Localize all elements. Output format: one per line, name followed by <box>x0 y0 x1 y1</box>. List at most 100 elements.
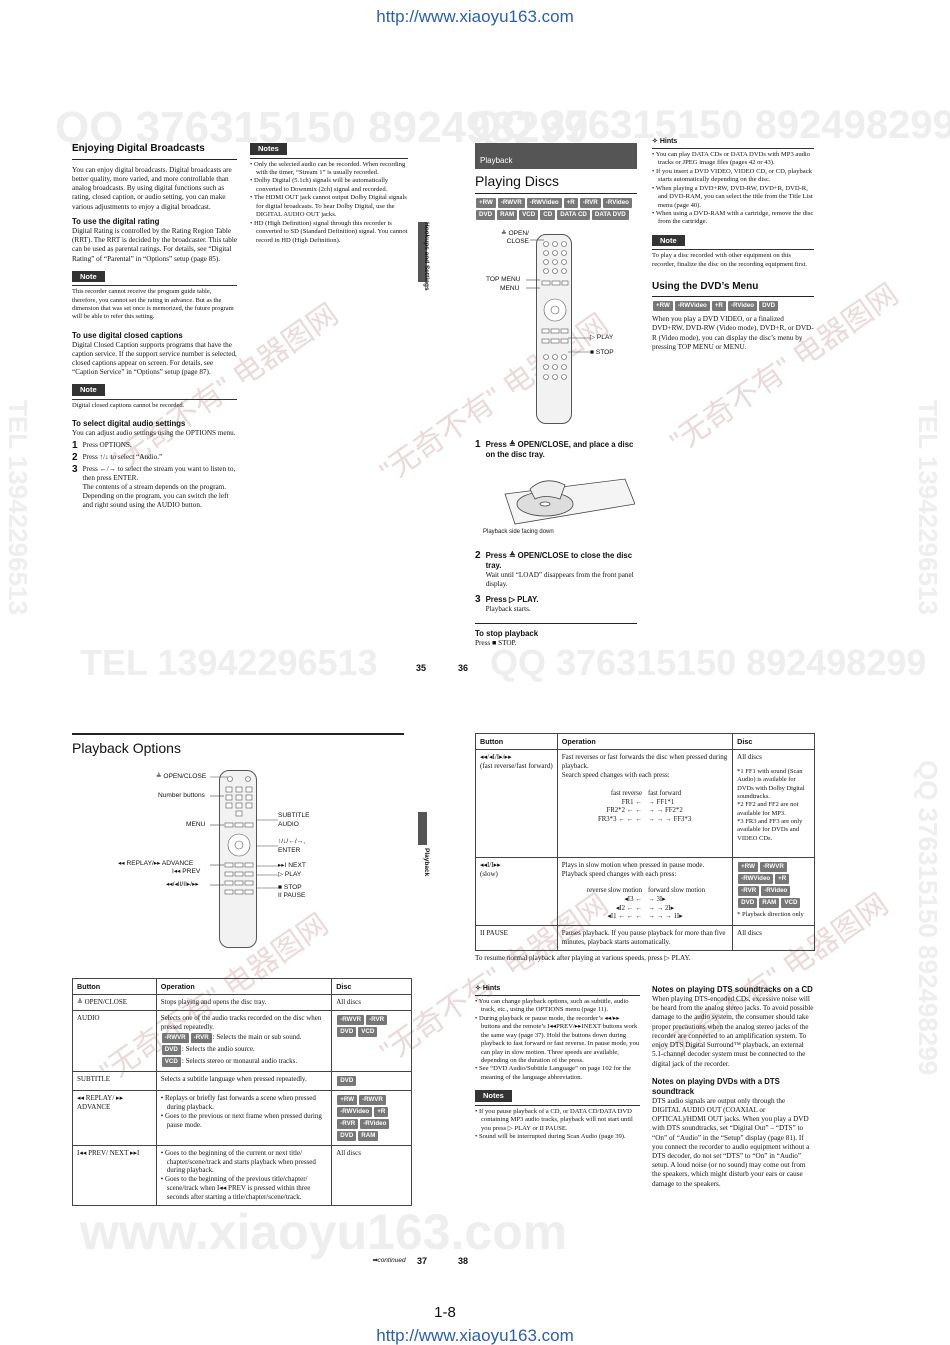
hint-item: When using a DVD-RAM with a cartridge, r… <box>652 210 814 227</box>
page35-left-column: Enjoying Digital Broadcasts You can enjo… <box>72 143 237 511</box>
side-tab-hookups <box>418 222 427 282</box>
note-item: Only the selected audio can be recorded.… <box>250 161 408 178</box>
label-prev: I◂◂ PREV <box>172 868 201 875</box>
page37-title-rule <box>72 733 404 735</box>
label-slow-search: ◂◂/◂II/II▸/▸▸ <box>166 881 199 888</box>
page36-left-column: Playback Playing Discs +RW-RWVR-RWVideo+… <box>475 143 637 221</box>
notes-tag: Notes <box>475 1090 512 1102</box>
note-tag: Note <box>72 384 105 397</box>
note1-text: This recorder cannot receive the program… <box>72 288 234 321</box>
label-open-close: ≜ OPEN/ CLOSE <box>501 230 529 246</box>
table-row: AUDIO Selects one of the audio tracks re… <box>72 1010 412 1072</box>
watermark-qq: QQ 376315150 892498299 <box>470 103 950 147</box>
footer-url[interactable]: http://www.xiaoyu163.com <box>376 1326 574 1345</box>
tray-caption: Playback side facing down <box>483 529 554 536</box>
resume-text: To resume normal playback after playing … <box>475 954 691 963</box>
note-item: If you pause playback of a CD, or DATA C… <box>475 1108 640 1133</box>
label-stop: ■ STOP <box>278 884 302 891</box>
note2-text: Digital closed captions cannot be record… <box>72 402 185 410</box>
col-header-operation: Operation <box>556 732 734 751</box>
col-header-disc: Disc <box>732 732 815 751</box>
watermark-tel: TEL 13942296513 <box>80 642 378 683</box>
col-header-button: Button <box>72 977 157 996</box>
label-enter: ENTER <box>278 847 301 854</box>
page37-table-wrap: Button Operation Disc ≜ OPEN/CLOSE Stops… <box>72 977 412 1207</box>
hint-icon: ✧ <box>475 985 483 992</box>
col-header-disc: Disc <box>331 977 412 996</box>
watermark-tel-vertical: TEL 13942296513 <box>913 400 943 615</box>
note-item: HD (High Definition) signal through this… <box>250 220 408 245</box>
rating-title: To use the digital rating <box>72 216 160 226</box>
hint-item: If you insert a DVD VIDEO, VIDEO CD, or … <box>652 168 814 185</box>
dts-cd-text: When playing DTS-encoded CDs, excessive … <box>652 994 814 1068</box>
hint-item: When playing a DVD+RW, DVD-RW, DVD+R, DV… <box>652 185 814 210</box>
notes-tag: Notes <box>250 143 287 155</box>
label-menu: MENU <box>500 285 520 292</box>
page35-title: Enjoying Digital Broadcasts <box>72 143 205 154</box>
label-menu: MENU <box>186 821 206 828</box>
stop-title: To stop playback <box>475 629 539 639</box>
page38-operations-table: Button Operation Disc ◂◂/◂I/I▸/▸▸(fast r… <box>475 732 815 952</box>
note-tag: Note <box>72 270 105 283</box>
note-tag: Note <box>652 234 685 247</box>
table-row: II PAUSE Pauses playback. If you pause p… <box>475 925 815 952</box>
label-subtitle: SUBTITLE <box>278 812 310 819</box>
remote-control-illustration-2 <box>219 770 257 948</box>
watermark-qq-vertical: QQ 376315150 892498299 <box>913 760 943 1076</box>
label-play: ▷ PLAY <box>590 334 614 341</box>
watermark-qq: QQ 376315150 892498299 <box>490 642 927 683</box>
page37-title: Playback Options <box>72 740 181 756</box>
page38-right-column: Notes on playing DTS soundtracks on a CD… <box>652 985 815 1189</box>
page35-notes-column: Notes Only the selected audio can be rec… <box>250 143 408 245</box>
dts-cd-title: Notes on playing DTS soundtracks on a CD <box>652 985 813 994</box>
note-item: The HDMI OUT jack cannot output Dolby Di… <box>250 194 408 219</box>
table-row: ≜ OPEN/CLOSE Stops playing and opens the… <box>72 994 412 1012</box>
remote-leader-lines <box>526 239 590 353</box>
dts-dvd-title: Notes on playing DVDs with a DTS soundtr… <box>652 1076 780 1096</box>
label-replay-advance: ◂◂ REPLAY/▸▸ ADVANCE <box>118 860 194 867</box>
remote-buttons-graphic <box>541 241 569 380</box>
remote-control-illustration <box>536 234 572 424</box>
page-number-35: 35 <box>416 663 427 673</box>
page-number-38: 38 <box>458 1256 469 1266</box>
page35-intro: You can enjoy digital broadcasts. Digita… <box>72 165 232 211</box>
page-number-36: 36 <box>458 663 469 673</box>
col-header-operation: Operation <box>155 977 333 996</box>
continued-label: ➡continued <box>372 1257 406 1264</box>
hint-item: See “DVD Audio/Subtitle Language” on pag… <box>475 1065 640 1082</box>
side-tab-playback <box>418 812 427 845</box>
watermark-tel-vertical: TEL 13942296513 <box>3 400 33 615</box>
table-header-row: Button Operation Disc <box>72 977 412 996</box>
hint-item: You can change playback options, such as… <box>475 998 640 1015</box>
label-arrows: ↑/↓/←/→, <box>278 838 306 845</box>
cc-title: To use digital closed captions <box>72 330 183 340</box>
hints-tag: Hints <box>659 138 678 145</box>
menu-title: Using the DVD’s Menu <box>652 281 759 293</box>
audio-text: You can adjust audio settings using the … <box>72 429 236 438</box>
page36-title: Playing Discs <box>475 173 560 190</box>
hint-item: During playback or pause mode, the recor… <box>475 1015 640 1066</box>
label-open-close: ≜ OPEN/CLOSE <box>156 773 207 780</box>
remote-buttons-graphic <box>224 776 254 895</box>
section-bar-playback: Playback <box>475 143 637 170</box>
label-play: ▷ PLAY <box>278 871 302 878</box>
disc-badges-row1: +RW-RWVR-RWVideo+R-RVR-RVideo <box>475 197 637 209</box>
hint-item: You can play DATA CDs or DATA DVDs with … <box>652 151 814 168</box>
page38-table-wrap: Button Operation Disc ◂◂/◂I/I▸/▸▸(fast r… <box>475 732 815 963</box>
note-item: Dolby Digital (5.1ch) signals will be au… <box>250 177 408 194</box>
label-next: ▸▸I NEXT <box>278 862 306 869</box>
header-url[interactable]: http://www.xiaoyu163.com <box>376 7 574 26</box>
label-audio: AUDIO <box>278 821 299 828</box>
hints-tag: Hints <box>482 985 501 992</box>
table-row: SUBTITLE Selects a subtitle language whe… <box>72 1070 412 1091</box>
cc-text: Digital Closed Caption supports programs… <box>72 340 237 377</box>
page36-right-column: ✧ Hints You can play DATA CDs or DATA DV… <box>652 138 814 352</box>
